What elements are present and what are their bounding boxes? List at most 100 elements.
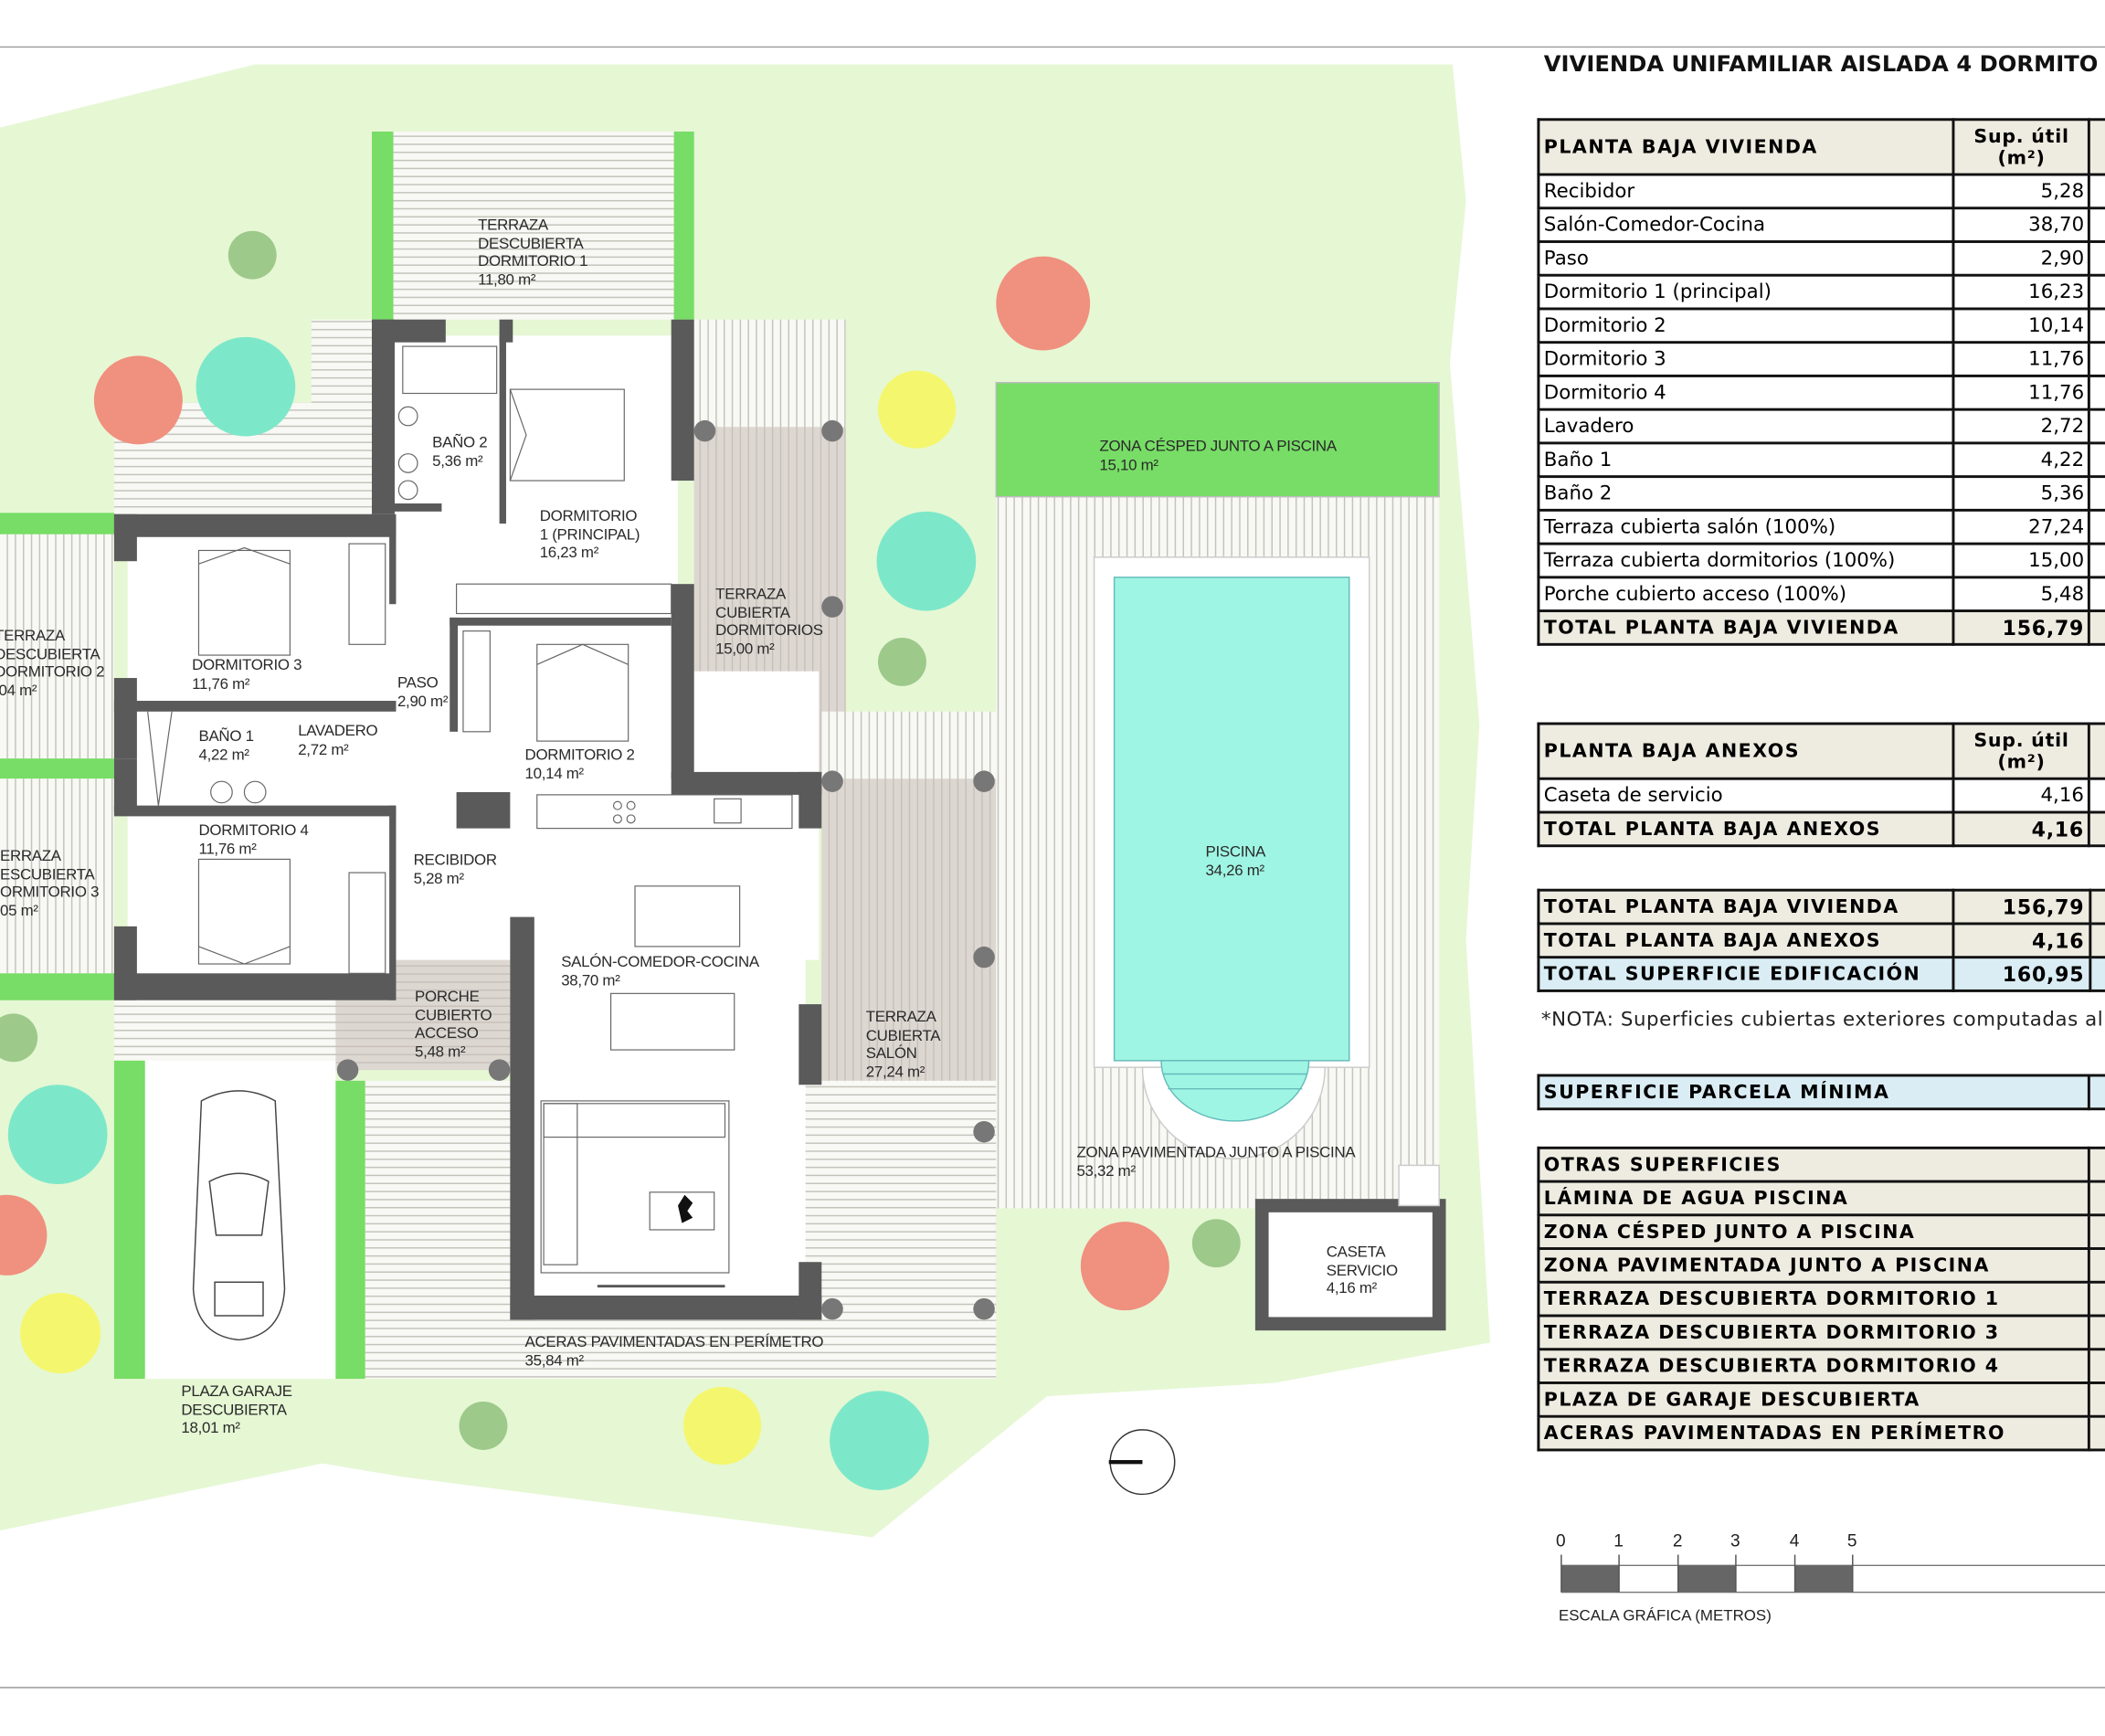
row-value: 2,90 [1952,240,2091,277]
scale-tick-label: 0 [1556,1530,1566,1551]
row-label: Dormitorio 2 [1537,307,1955,344]
row-value: 5,36 [1952,475,2091,512]
north-arrow-icon [1108,1429,1176,1496]
row-label: Porche cubierto acceso (100%) [1537,576,1955,613]
label-dormitorio1: DORMITORIO 1 (PRINCIPAL)16,23 m² [539,508,640,562]
table-row: PLAZA DE GARAJE DESCUBIERTA [1537,1381,2105,1418]
row-value: 15,00 [1952,542,2091,579]
hedge [372,132,394,320]
vivienda-header: PLANTA BAJA VIVIENDA [1537,118,1955,176]
row-label: Dormitorio 4 [1537,374,1955,411]
hedge [0,758,114,779]
service-shed [1254,1199,1446,1331]
label-terraza-dorm2: TERRAZA DESCUBIERTA DORMITORIO 2,04 m² [0,628,105,699]
walls [113,319,822,1320]
table-row: Dormitorio 1 (principal)16,23 [1537,273,2105,311]
scale-bar [1560,1554,2105,1593]
row-value: 16,23 [1952,273,2091,311]
scale-tick-label: 1 [1613,1530,1624,1551]
scale-tick-label: 4 [1789,1530,1800,1551]
table-row: TERRAZA DESCUBIERTA DORMITORIO 3 [1537,1314,2105,1351]
columns [336,419,995,1320]
row-value: 11,76 [1952,341,2091,377]
hedge [673,132,694,320]
table-row: LÁMINA DE AGUA PISCINA [1537,1180,2105,1217]
table-row: Terraza cubierta salón (100%)27,24 [1537,508,2105,545]
row-value: 5,48 [1952,576,2091,613]
row-label: Terraza cubierta dormitorios (100%) [1537,542,1955,579]
total-value: 4,16 [1952,810,2091,848]
total-label: TOTAL PLANTA BAJA ANEXOS [1537,810,1955,848]
row-value: 10,14 [1952,307,2091,344]
table-row: TERRAZA DESCUBIERTA DORMITORIO 1 [1537,1280,2105,1318]
sheet-title: VIVIENDA UNIFAMILIAR AISLADA 4 DORMITO [1543,50,2099,77]
row-label: Baño 1 [1537,441,1955,479]
note: *NOTA: Superficies cubiertas exteriores … [1540,1009,2105,1032]
house-interior [127,335,820,1309]
garage-space [144,1060,336,1380]
terrace-bedroom2 [0,534,114,759]
row-label: ZONA PAVIMENTADA JUNTO A PISCINA [1537,1247,2091,1284]
row-label: Dormitorio 1 (principal) [1537,273,1955,311]
row-value: 38,70 [1952,206,2091,243]
table-row: Terraza cubierta dormitorios (100%)15,00 [1537,542,2105,579]
parcela-table: SUPERFICIE PARCELA MÍNIMA [1537,1074,2105,1111]
anexos-header: PLANTA BAJA ANEXOS [1537,722,1955,780]
row-value: 27,24 [1952,508,2091,545]
parcela-label: SUPERFICIE PARCELA MÍNIMA [1537,1074,2091,1111]
table-row: ZONA CÉSPED JUNTO A PISCINA [1537,1213,2105,1251]
scale-tick-label: 3 [1730,1530,1740,1551]
hedge [335,1080,365,1380]
scale-tick-label: 2 [1672,1530,1683,1551]
row-value: 4,22 [1952,441,2091,479]
terrace-bedroom3 [0,778,114,974]
row-label: ZONA CÉSPED JUNTO A PISCINA [1537,1213,2091,1251]
trees [0,230,1241,1491]
row-label: Recibidor [1537,173,1955,210]
table-row: ACERAS PAVIMENTADAS EN PERÍMETRO [1537,1414,2105,1452]
column-header: Sup. útil (m²) [1952,722,2091,780]
furniture [147,345,793,1274]
deck [693,319,846,428]
row-label: Lavadero [1537,408,1955,445]
row-label: Paso [1537,240,1955,277]
scale-label: ESCALA GRÁFICA (METROS) [1558,1608,1772,1625]
pool-water [1113,577,1350,1062]
scale-tick-label: 5 [1846,1530,1857,1551]
table-row: OTRAS SUPERFICIES [1537,1146,2105,1183]
row-label: PLAZA DE GARAJE DESCUBIERTA [1537,1381,2091,1418]
table-row: Porche cubierto acceso (100%)5,48 [1537,576,2105,613]
row-label: ACERAS PAVIMENTADAS EN PERÍMETRO [1537,1414,2091,1452]
row-label: TERRAZA DESCUBIERTA DORMITORIO 3 [1537,1314,2091,1351]
table-row: TERRAZA DESCUBIERTA DORMITORIO 4 [1537,1348,2105,1384]
row-value: 2,72 [1952,408,2091,445]
total-label: TOTAL PLANTA BAJA VIVIENDA [1537,609,1955,646]
deck [821,711,997,779]
